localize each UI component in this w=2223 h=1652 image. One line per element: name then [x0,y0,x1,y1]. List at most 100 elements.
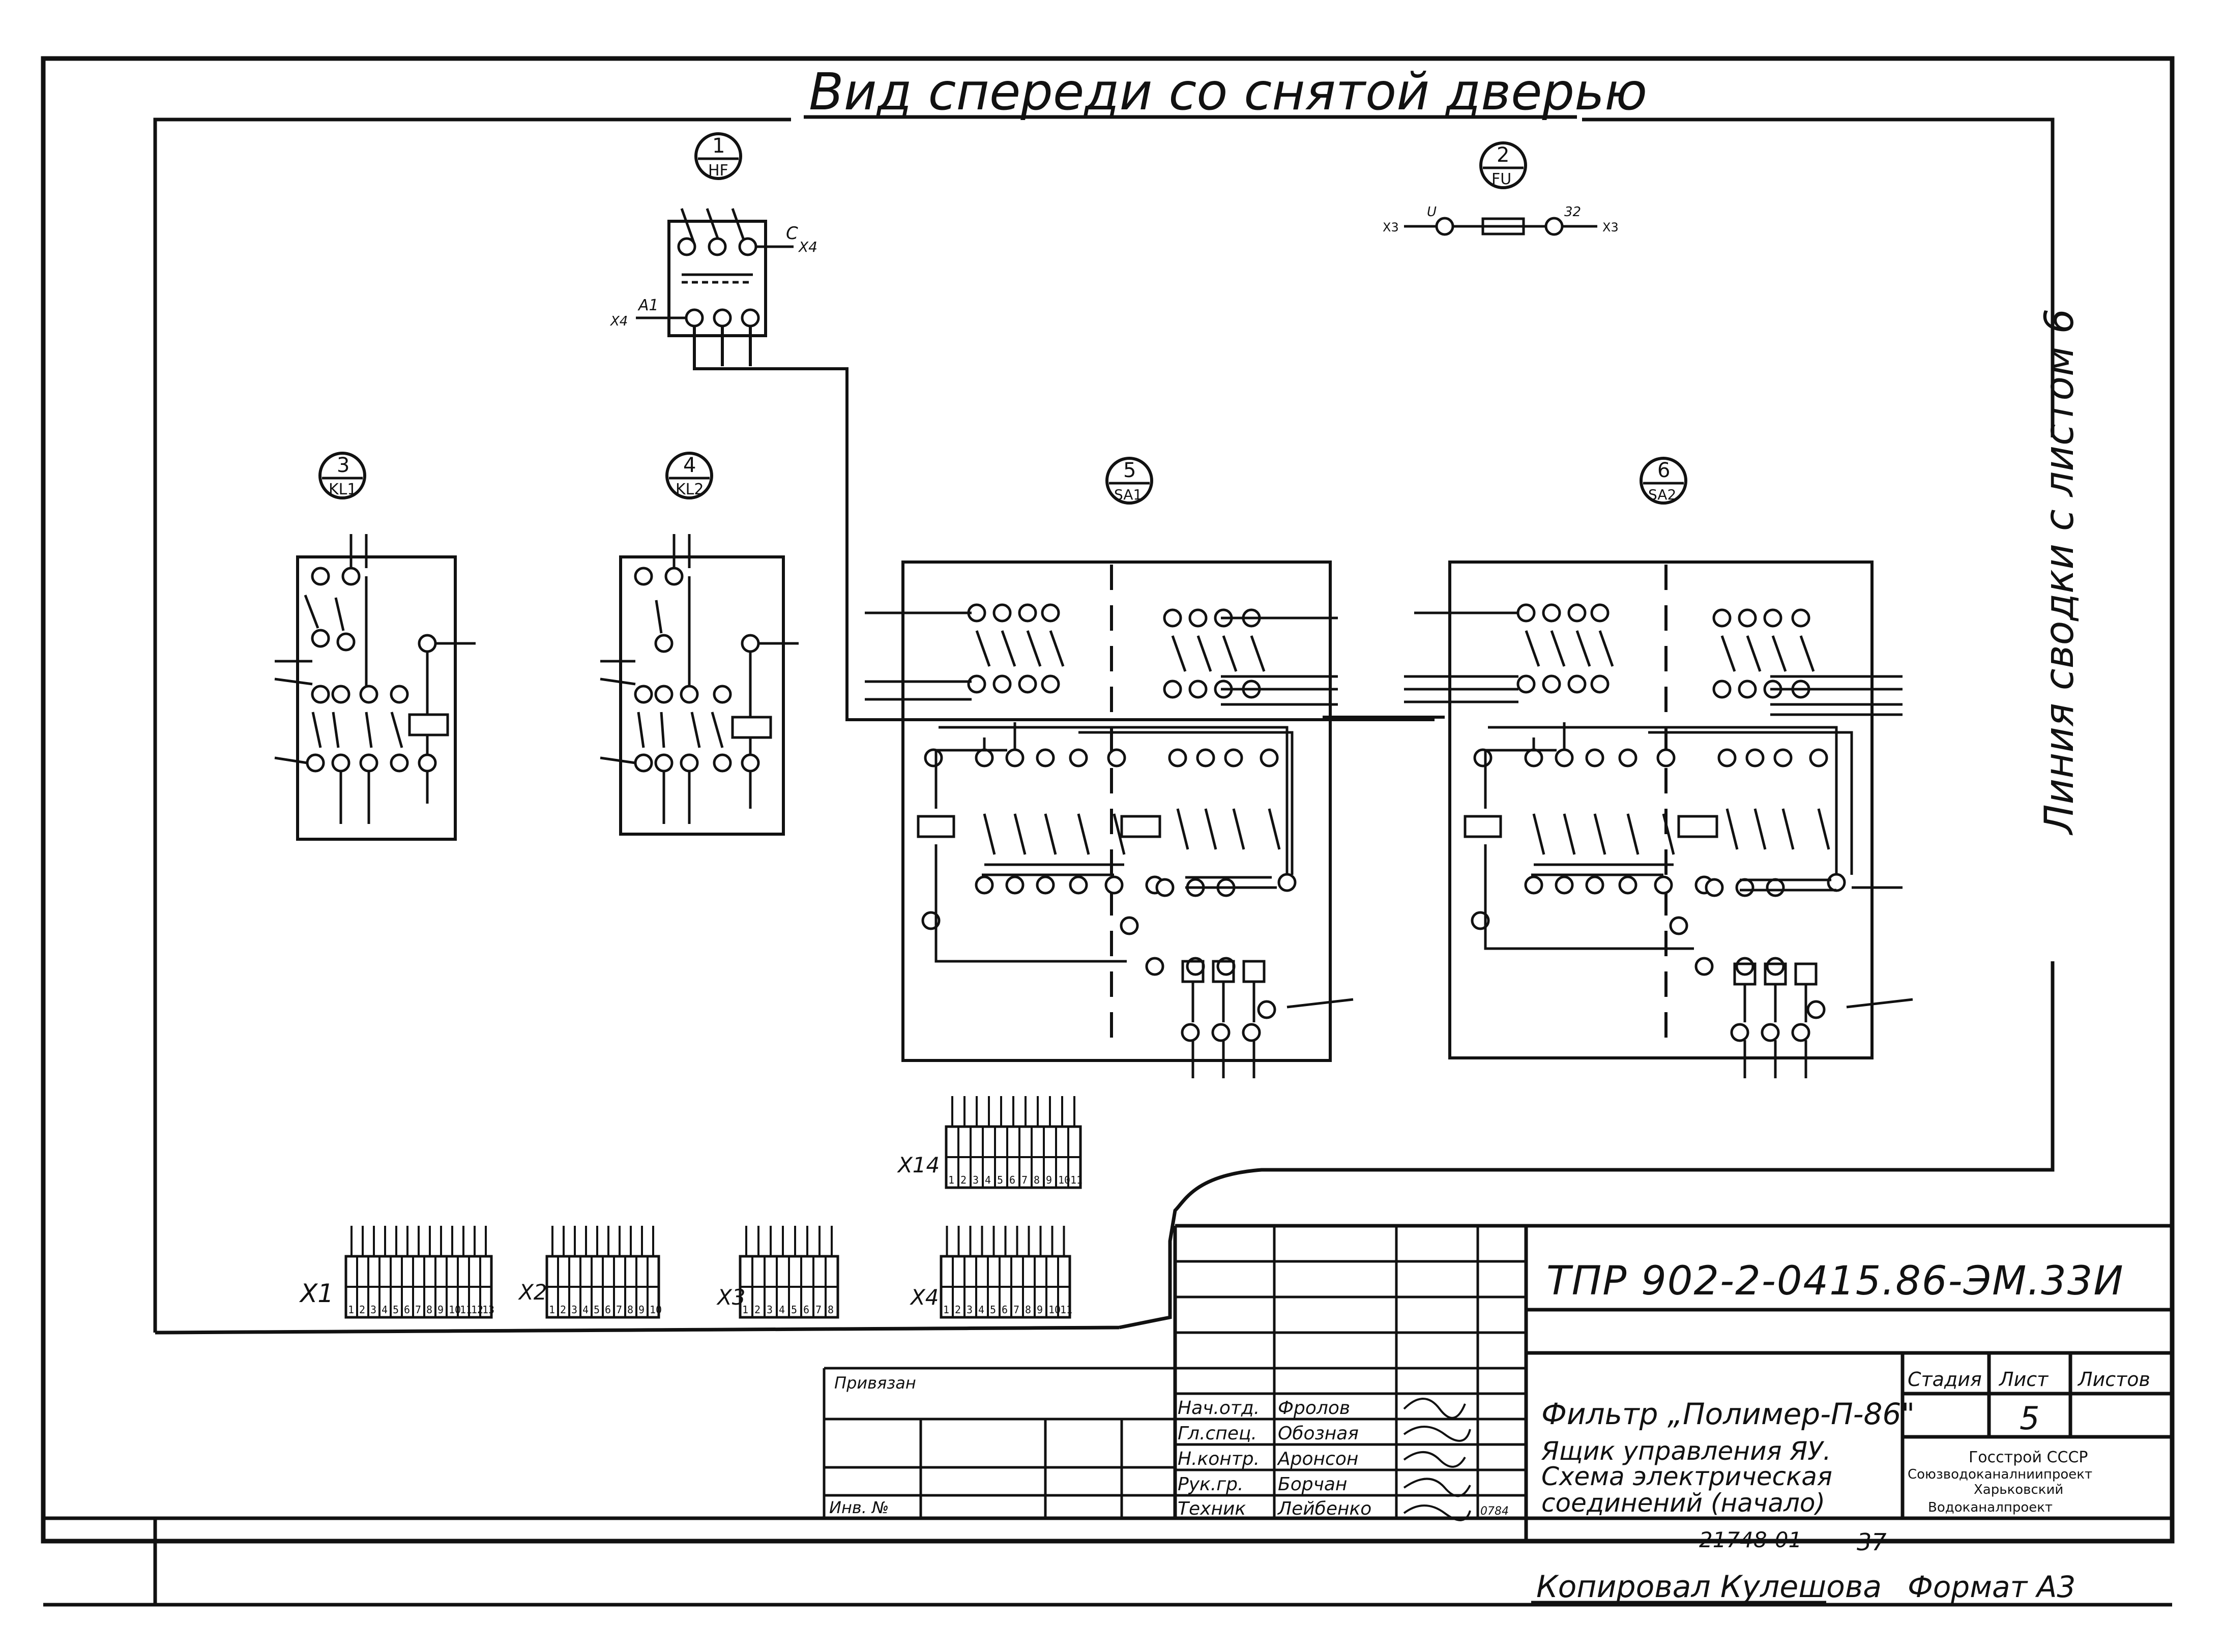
tb-x4-cell: 11 [1060,1304,1072,1316]
d6top-top2-terminal [1590,674,1610,694]
d6top-low-terminal [1618,875,1637,895]
tb-x2-cell: 8 [627,1304,633,1316]
tb-x14-cell: 7 [1021,1174,1028,1186]
d6top-mid2-terminal [1745,748,1765,768]
page-number: 37 [1857,1528,1887,1556]
d6top-mid-terminal [1656,748,1676,768]
tb-x4-cell: 8 [1025,1304,1031,1316]
side-note: Линия сводки с листом 6 [2037,309,2083,836]
tb-x2-cell: 10 [650,1304,662,1316]
tb-x4-cell: 1 [943,1304,949,1316]
terminal-block-x14-label: X14 [897,1153,940,1177]
tb-x3-cell: 4 [779,1304,785,1316]
d5top-bottom-terminal [1211,1023,1231,1042]
tb-x1-cell: 3 [370,1304,376,1316]
device-1-code: HF [708,162,728,180]
tb-x2-cell: 7 [616,1304,622,1316]
device-3-code: KL1 [329,481,357,498]
tb-x1-cell: 2 [359,1304,365,1316]
d6top-sub-terminal [1735,957,1754,976]
d6top-top-terminal [1590,603,1610,623]
d5top-top-terminal [992,603,1012,623]
outer-frame [41,56,2175,1544]
device-1-number: 1 [712,134,725,158]
d5top-mid2-terminal [1224,748,1243,768]
header-title: Вид спереди со снятой дверью [809,62,1647,122]
d6top-top-terminal [1567,603,1587,623]
device-5-code: SA1 [1114,486,1142,503]
device-4-code: KL2 [676,481,704,498]
tb-x14-cell: 2 [960,1174,967,1186]
tb-x14-cell: 6 [1009,1174,1015,1186]
tb-x1-cell: 4 [382,1304,388,1316]
d5top-top-terminal [1041,603,1060,623]
tb-x1-cell: 7 [415,1304,421,1316]
d6top-low-terminal [1585,875,1604,895]
d5top-right2-terminal [1188,680,1208,699]
d5top-bottom-terminal [1181,1023,1200,1042]
tb-x1-cell: 10 [449,1304,461,1316]
d6top-right-terminal [1712,608,1732,628]
tb-x1-cell: 1 [348,1304,354,1316]
d5top-mid2-terminal [1196,748,1215,768]
tb-x14-cell: 8 [1034,1174,1040,1186]
d6top-right-terminal [1763,608,1782,628]
stage-label: Стадия [1908,1368,1982,1391]
d5top-low-terminal [1005,875,1025,895]
tb-x1-cell: 11 [460,1304,472,1316]
d6top-coil2-terminal [1669,916,1688,935]
sheet-number: 5 [2020,1400,2039,1437]
device-5-switch: 5 SA1 [865,457,1354,1078]
tb-x14-cell: 4 [985,1174,991,1186]
d6top-bottom-terminal [1730,1023,1749,1042]
tb-x4-cell: 7 [1013,1304,1019,1316]
device-6-code: SA2 [1648,486,1676,503]
staff-role-4: Рук.гр. [1178,1474,1243,1495]
d6top-right-terminal [1791,608,1810,628]
d6top-low3-terminal [1766,878,1785,897]
d5top-low-terminal [1104,875,1124,895]
device-2-fuse: 2 FU X3 U 32 X3 [1383,141,1619,236]
device-3-relay: 3 KL1 [274,452,476,841]
staff-role-3: Н.контр. [1178,1449,1260,1469]
staff-role-1: Нач.отд. [1178,1398,1260,1419]
d5top-mid2-terminal [1168,748,1187,768]
device-2-number: 2 [1497,143,1509,167]
doc-code: ТПР 902-2-0415.86-ЭМ.33И [1546,1258,2124,1304]
tb-x2-cell: 4 [582,1304,589,1316]
d6top-side2-terminal [1806,1000,1826,1019]
tb-x3-cell: 6 [803,1304,809,1316]
d5top-top2-terminal [1018,674,1037,694]
d5top-sub-terminal [1145,957,1164,976]
tb-x2-cell: 9 [638,1304,645,1316]
d5top-right-terminal [1188,608,1208,628]
d6top-mid2-terminal [1773,748,1793,768]
d5top-low3-terminal [1155,878,1175,897]
sheets-label: Листов [2077,1368,2150,1391]
d5top-mid2-terminal [1260,748,1279,768]
d6top-low-terminal [1555,875,1574,895]
d6top-low-terminal [1654,875,1673,895]
d5top-mid-terminal [1005,748,1025,768]
inner-boundary [153,117,2055,1335]
fuse-left-terminal: X3 [1383,220,1399,234]
d6top-bottom-terminal [1761,1023,1780,1042]
d6top-right2-terminal [1738,680,1757,699]
archive-number: 21748-01 [1699,1527,1802,1552]
breaker-out-label: C [786,223,798,244]
d6top-top2-terminal [1567,674,1587,694]
description-line-2: Схема электрическая [1541,1462,1832,1491]
tb-x14-cell: 1 [948,1174,954,1186]
d5top-coil2-terminal [1120,916,1139,935]
tb-x3-cell: 8 [828,1304,834,1316]
tb-x1-cell: 5 [393,1304,399,1316]
d6top-right2-terminal [1712,680,1732,699]
tb-x4-cell: 3 [967,1304,973,1316]
staff-name-5: Лейбенко [1277,1498,1371,1519]
sheet-label: Лист [1998,1368,2049,1391]
tb-x2-cell: 6 [605,1304,611,1316]
format-label: Формат А3 [1908,1570,2075,1604]
